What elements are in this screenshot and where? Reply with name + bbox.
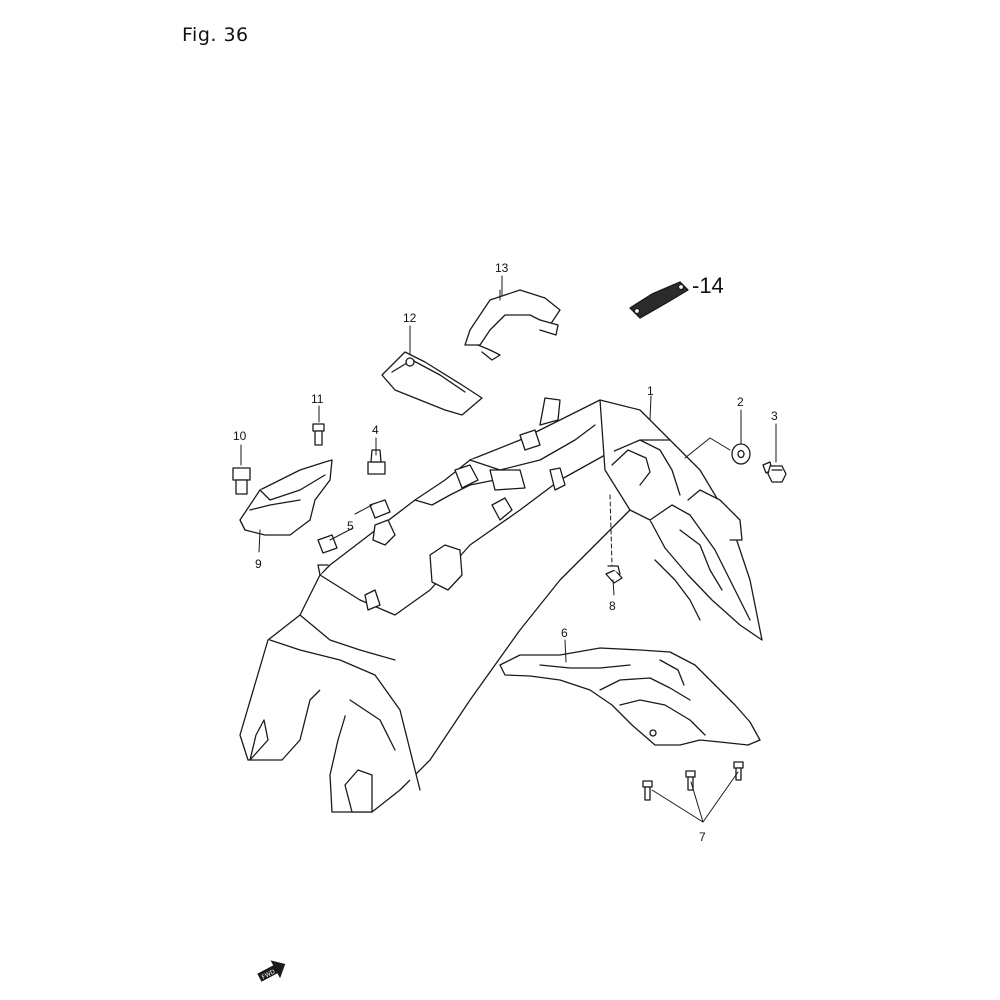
callout-7: 7 (699, 830, 706, 844)
callout-9: 9 (255, 557, 262, 571)
strap-band-part (465, 290, 560, 360)
screw-part-11 (313, 424, 324, 445)
screw-part-7 (643, 762, 743, 800)
callout-5: 5 (347, 519, 354, 533)
callout-1: 1 (647, 384, 654, 398)
clip-nut-part (318, 500, 390, 553)
callout-4: 4 (372, 423, 379, 437)
callout-12: 12 (403, 311, 417, 325)
callout-10: 10 (233, 429, 247, 443)
bracket-part-9 (240, 460, 332, 535)
bracket-plate-part-14 (630, 282, 688, 318)
callout-13: 13 (495, 261, 509, 275)
callout-2: 2 (737, 395, 744, 409)
washer-part (732, 444, 750, 464)
inner-fender-plate-part (500, 648, 760, 745)
bolt-part-10 (233, 468, 250, 494)
fwd-arrow-icon: FWD (257, 960, 286, 982)
bolt-part-4 (368, 450, 385, 474)
callout-6: 6 (561, 626, 568, 640)
callout-3: 3 (771, 409, 778, 423)
callout-8: 8 (609, 599, 616, 613)
clip-part-8 (606, 566, 622, 583)
figure-title: Fig. 36 (182, 24, 249, 46)
tool-pouch-part (382, 352, 482, 415)
callout-14: -14 (692, 273, 724, 298)
callout-11: 11 (311, 392, 324, 406)
rear-fender-part (240, 398, 762, 812)
nut-part (763, 462, 786, 482)
